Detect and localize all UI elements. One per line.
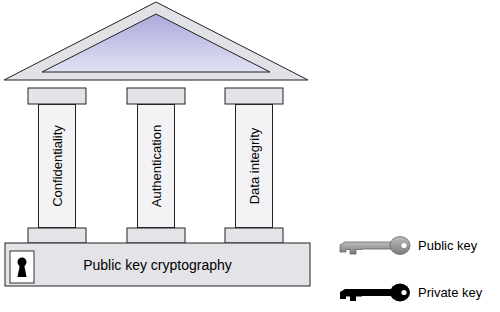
- pillar-label: Data integrity: [247, 128, 262, 205]
- temple-base: [5, 243, 310, 286]
- pillar-label: Confidentiality: [50, 125, 65, 207]
- pediment: [42, 14, 270, 72]
- roof: [4, 2, 308, 80]
- column-capital: [28, 88, 86, 104]
- legend-label: Private key: [418, 285, 482, 300]
- pillar-box: Data integrity: [235, 104, 273, 228]
- column-capital: [225, 88, 283, 104]
- column-plinth: [28, 228, 86, 243]
- pillar-box: Authentication: [137, 104, 175, 228]
- keyhole: [18, 264, 27, 277]
- foundation-label: Public key cryptography: [83, 257, 232, 273]
- private-key-symbol: [340, 284, 410, 302]
- pillar-box: Confidentiality: [38, 104, 76, 228]
- pillar-label: Authentication: [149, 125, 164, 207]
- legend-label: Public key: [418, 238, 477, 253]
- column-plinth: [225, 228, 283, 243]
- column-capital: [127, 88, 185, 104]
- column-plinth: [127, 228, 185, 243]
- public-key-symbol: [340, 237, 410, 255]
- keyhole-plate: [10, 251, 34, 283]
- foundation-band: Public key cryptography: [5, 243, 310, 286]
